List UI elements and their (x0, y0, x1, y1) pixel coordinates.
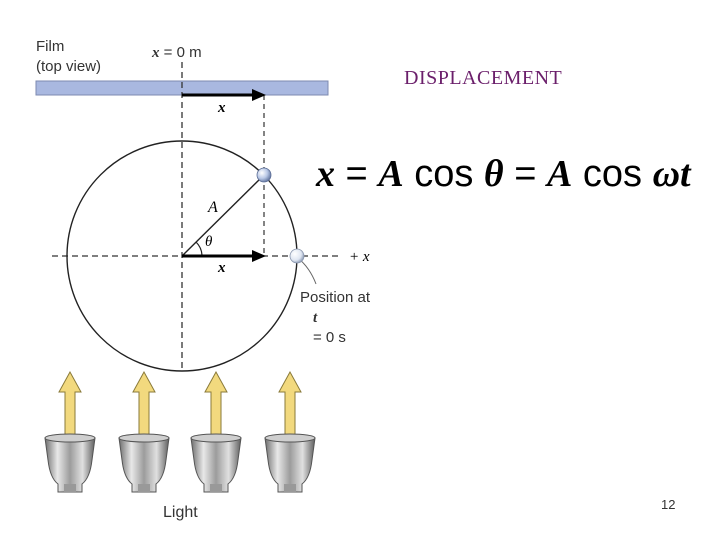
light-source-3 (190, 370, 242, 493)
x-label-axis: x (217, 260, 226, 276)
start-position-ball (289, 248, 305, 264)
start-position-line1: Position at (300, 289, 371, 306)
origin-label: x = 0 m (152, 44, 202, 62)
oscillating-ball (256, 167, 272, 183)
film-label-line2: (top view) (36, 58, 102, 75)
slide-title: DISPLACEMENT (404, 67, 563, 89)
light-arrow-icon (278, 370, 302, 441)
start-position-line2: t = 0 s (313, 310, 346, 346)
bulb-icon (190, 437, 242, 493)
radius-line (181, 174, 265, 257)
light-source-4 (264, 370, 316, 493)
light-arrow-icon (58, 370, 82, 441)
page-number: 12 (661, 497, 676, 512)
amplitude-label: A (207, 199, 218, 216)
light-arrow-icon (132, 370, 156, 441)
origin-label-rest: = 0 m (159, 44, 202, 61)
bulb-icon (118, 437, 170, 493)
light-source-1 (44, 370, 96, 493)
film-label: Film (top view) (36, 37, 101, 77)
bulb-icon (264, 437, 316, 493)
angle-arc (195, 241, 203, 257)
start-position-label: Position at t = 0 s (300, 288, 370, 348)
bulb-icon (44, 437, 96, 493)
origin-label-var: x (152, 45, 160, 61)
light-label: Light (163, 504, 198, 521)
film-label-line1: Film (36, 38, 65, 55)
light-arrow-icon (204, 370, 228, 441)
x-arrowhead-top (252, 89, 266, 101)
plus-x-label: + x (349, 249, 370, 265)
x-label-top: x (217, 100, 226, 116)
light-source-2 (118, 370, 170, 493)
x-arrowhead-axis (252, 250, 266, 262)
angle-label: θ (205, 234, 213, 250)
displacement-equation: x = A cos θ = A cos ωt (316, 153, 691, 195)
